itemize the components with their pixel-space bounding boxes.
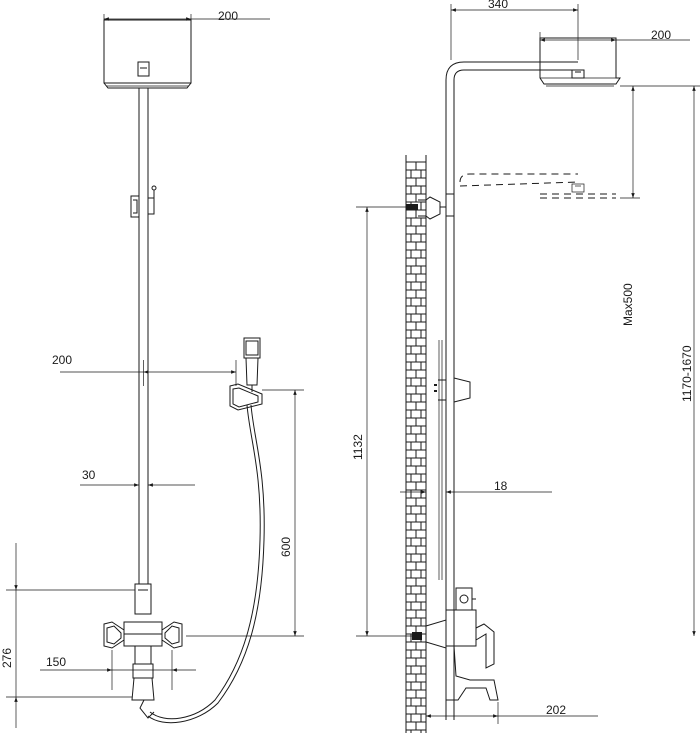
front-mixer-valve bbox=[103, 583, 183, 701]
dim-spout-reach-label: 202 bbox=[546, 703, 566, 717]
dim-mixer-height: 276 bbox=[0, 543, 135, 728]
side-mixer-spout bbox=[412, 587, 499, 720]
side-slider-holder bbox=[434, 377, 471, 403]
dim-adjust-range-label: Max500 bbox=[621, 283, 635, 326]
dim-arm-reach: 340 bbox=[450, 0, 579, 60]
dim-mixer-center-label: 150 bbox=[46, 655, 66, 669]
front-rain-shower-head bbox=[103, 19, 192, 89]
dim-front-head-width: 200 bbox=[103, 9, 270, 24]
dim-pipe-offset-label: 30 bbox=[82, 468, 96, 482]
dim-handshower-height: 600 bbox=[186, 389, 304, 637]
dim-handshower-offset-label: 200 bbox=[52, 353, 72, 367]
dim-adjust-range: Max500 bbox=[620, 85, 700, 326]
dim-bracket-height: 1132 bbox=[351, 206, 418, 637]
dim-front-head-width-label: 200 bbox=[218, 9, 238, 23]
dim-mixer-height-label: 276 bbox=[0, 648, 14, 668]
dim-wall-gap: 18 bbox=[400, 479, 552, 494]
dim-side-head-width-label: 200 bbox=[651, 28, 671, 42]
side-rain-shower-head bbox=[539, 37, 621, 87]
dim-handshower-height-label: 600 bbox=[279, 537, 293, 557]
dim-wall-gap-label: 18 bbox=[494, 479, 508, 493]
dim-side-head-width: 200 bbox=[539, 28, 690, 42]
dim-head-height: 1170-1670 bbox=[680, 86, 696, 636]
dim-head-height-label: 1170-1670 bbox=[680, 345, 694, 402]
side-wall-bracket bbox=[406, 193, 455, 220]
dim-spout-reach: 202 bbox=[425, 702, 598, 724]
side-riser-and-arm bbox=[438, 61, 585, 720]
front-hand-shower bbox=[139, 337, 265, 724]
front-vertical-pipe bbox=[130, 88, 157, 584]
front-view: 200 200 30 600 276 bbox=[0, 9, 304, 728]
side-view: 340 200 Max500 1170-1670 1132 bbox=[351, 0, 700, 733]
side-wall bbox=[405, 155, 427, 733]
dim-pipe-offset: 30 bbox=[80, 468, 195, 487]
dim-mixer-center: 150 bbox=[40, 650, 196, 690]
dim-bracket-height-label: 1132 bbox=[351, 434, 365, 460]
dim-handshower-offset: 200 bbox=[52, 353, 237, 386]
dim-arm-reach-label: 340 bbox=[488, 0, 508, 11]
side-rain-shower-head-lowered bbox=[459, 173, 616, 199]
